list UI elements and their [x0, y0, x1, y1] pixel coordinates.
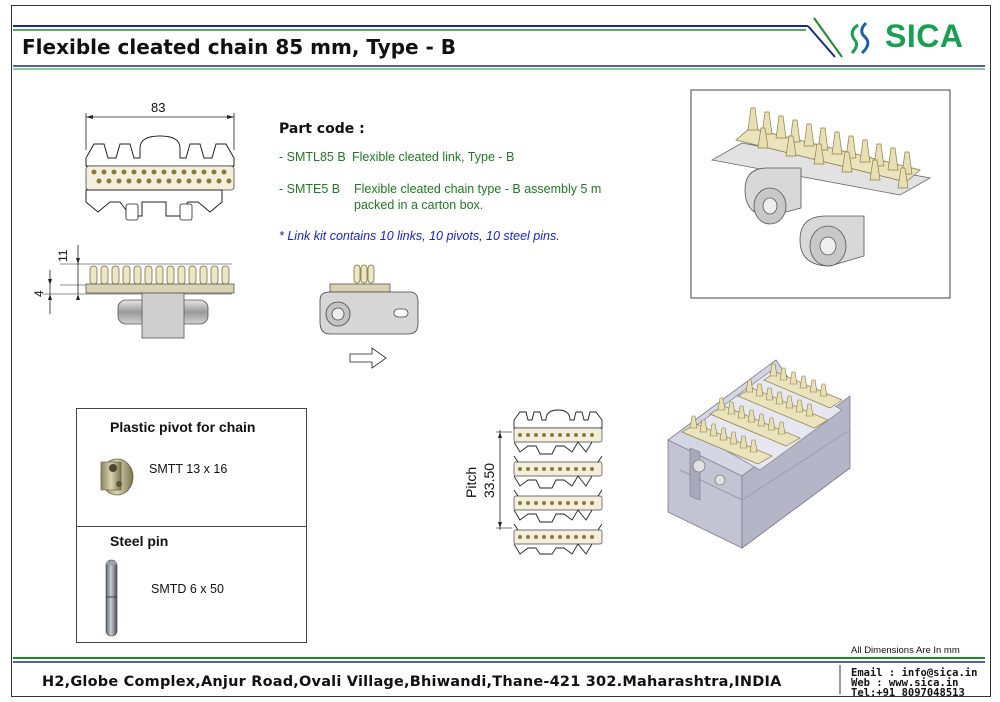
pivot-title: Plastic pivot for chain	[110, 419, 256, 435]
part-code-heading: Part code :	[279, 121, 365, 137]
isometric-link-frame	[690, 89, 951, 299]
logo-mark-icon	[850, 21, 870, 55]
pivot-code: SMTT 13 x 16	[149, 462, 228, 476]
footer-email: Email : info@sica.in	[851, 667, 978, 679]
pivot-icon	[100, 458, 134, 496]
page-title: Flexible cleated chain 85 mm, Type - B	[22, 35, 457, 59]
height-dimension-outer: 11	[56, 249, 70, 262]
side-view-drawing	[42, 245, 235, 339]
pin-title: Steel pin	[110, 533, 169, 549]
pin-icon	[105, 559, 118, 637]
part-code-2: - SMTE5 B	[279, 182, 341, 196]
components-box: Plastic pivot for chain SMTT 13 x 16 Ste…	[76, 408, 307, 643]
top-view-drawing	[85, 113, 235, 221]
logo-text: SICA	[885, 18, 964, 54]
dimensions-note: All Dimensions Are In mm	[851, 645, 960, 656]
width-dimension: 83	[151, 100, 166, 115]
height-dimension-inner: 4	[32, 290, 46, 297]
link-end-view	[319, 264, 419, 369]
part-description-1: Flexible cleated link, Type - B	[352, 150, 515, 164]
isometric-assembly-image	[667, 359, 851, 549]
isometric-link-image	[710, 107, 932, 267]
footer-tel: Tel:+91 8097048513	[851, 687, 965, 699]
direction-arrow-icon	[349, 347, 387, 369]
header-lines	[13, 17, 985, 70]
footer-web: Web : www.sica.in	[851, 677, 959, 689]
pin-code: SMTD 6 x 50	[151, 582, 224, 596]
pitch-value: 33.50	[481, 462, 497, 498]
part-description-2: Flexible cleated chain type - B assembly…	[354, 182, 602, 196]
part-code-1: - SMTL85 B	[279, 150, 346, 164]
pitch-label: Pitch	[463, 466, 479, 498]
components-divider	[77, 526, 306, 527]
footer-lines	[13, 657, 985, 694]
footer-address: H2,Globe Complex,Anjur Road,Ovali Villag…	[42, 674, 782, 690]
part-description-2-line2: packed in a carton box.	[354, 198, 484, 212]
pitch-drawing	[496, 409, 603, 555]
kit-note: * Link kit contains 10 links, 10 pivots,…	[279, 229, 560, 243]
page-frame	[11, 5, 991, 697]
